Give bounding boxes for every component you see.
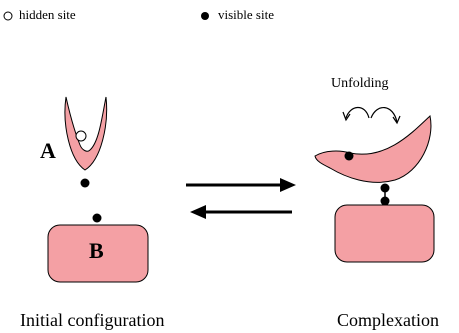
visible-site-legend-icon	[201, 12, 209, 20]
visible-site-b-dot	[92, 213, 102, 223]
hidden-site-legend-icon	[3, 11, 13, 21]
molecule-a-label: A	[40, 138, 56, 163]
visible-site-unfolded-dot	[344, 151, 354, 161]
right-caption: Complexation	[337, 310, 439, 330]
left-caption: Initial configuration	[20, 310, 165, 330]
visible-site-legend-label: visible site	[218, 7, 274, 22]
unfolded-molecule-shape	[314, 115, 432, 183]
molecule-b-box	[47, 224, 149, 283]
unfolding-arrows-icon	[342, 106, 401, 125]
molecule-b-label: B	[89, 238, 104, 263]
visible-site-a-dot	[80, 178, 90, 188]
hidden-site-legend-label: hidden site	[19, 7, 76, 22]
complex-molecule-b-box	[334, 204, 435, 263]
complex-link-bottom-dot	[380, 196, 390, 206]
forward-arrow	[186, 178, 296, 192]
hidden-site-dot	[75, 130, 87, 142]
molecule-a-shape	[64, 96, 108, 171]
backward-arrow	[190, 205, 292, 219]
unfolding-label: Unfolding	[331, 76, 389, 91]
